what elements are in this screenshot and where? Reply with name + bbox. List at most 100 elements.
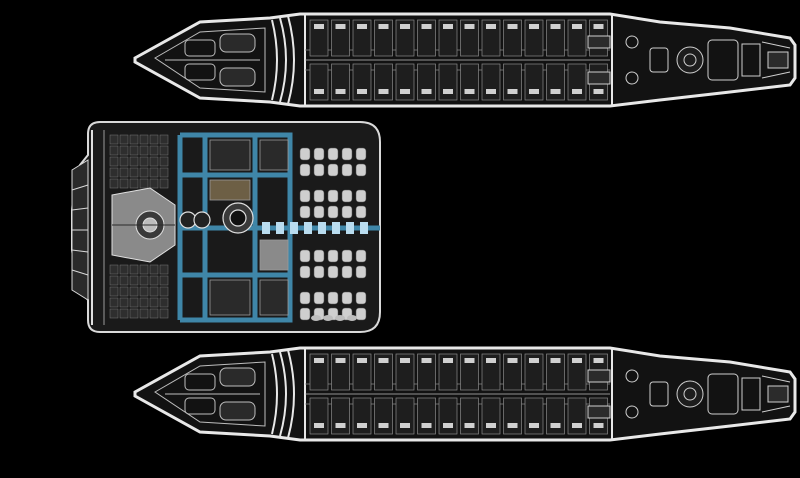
bunk-mark <box>464 24 475 29</box>
lounge-seating <box>299 147 367 321</box>
storage-bay <box>139 156 149 167</box>
cabin-cell <box>567 63 587 101</box>
spine-light <box>360 222 368 234</box>
lounge-seat <box>313 265 325 279</box>
bunk-mark <box>572 24 582 29</box>
bunk-mark <box>550 89 561 94</box>
lounge-seat <box>341 147 353 161</box>
center-rooms <box>209 139 289 316</box>
storage-bay <box>149 134 159 145</box>
storage-bay <box>129 275 139 286</box>
storage-bay <box>149 308 159 319</box>
storage-bay <box>129 297 139 308</box>
storage-bay <box>119 134 129 145</box>
storage-bay <box>109 308 119 319</box>
cabin-cell <box>460 397 479 435</box>
storage-bay <box>149 297 159 308</box>
cabin-cell <box>481 63 501 101</box>
spine-lighting <box>262 222 368 234</box>
bunk-mark <box>486 423 496 428</box>
storage-bay <box>139 286 149 297</box>
bunk-mark <box>378 358 389 363</box>
bunk-mark <box>357 423 367 428</box>
lounge-seat <box>327 265 339 279</box>
bunk-mark <box>335 423 346 428</box>
cabin-cell <box>374 63 393 101</box>
upper-hull-deck <box>133 12 797 108</box>
cabin-cell <box>331 63 350 101</box>
cabin-cell <box>395 63 415 101</box>
bunk-mark <box>572 89 582 94</box>
storage-bay <box>159 134 169 145</box>
bunk-mark <box>357 89 367 94</box>
storage-bay <box>159 178 169 189</box>
lounge-seat <box>299 249 311 263</box>
storage-bay <box>109 275 119 286</box>
bunk-mark <box>335 89 346 94</box>
cabin-cell <box>352 397 372 435</box>
central-module-deck <box>71 121 381 333</box>
lounge-seat <box>355 249 367 263</box>
bunk-mark <box>421 423 432 428</box>
cabin-cell <box>546 63 565 101</box>
bunk-mark <box>486 24 496 29</box>
lounge-seat <box>355 189 367 203</box>
bunk-mark <box>443 423 453 428</box>
lounge-seat <box>341 205 353 219</box>
bunk-mark <box>400 358 410 363</box>
storage-bay <box>129 178 139 189</box>
storage-bay <box>159 156 169 167</box>
lounge-seat <box>299 163 311 177</box>
bunk-mark <box>400 24 410 29</box>
cabin-cell <box>395 397 415 435</box>
bunk-mark <box>572 423 582 428</box>
bunk-mark <box>335 358 346 363</box>
bunk-mark <box>357 358 367 363</box>
storage-bay <box>109 264 119 275</box>
cabin-cell <box>481 397 501 435</box>
bunk-mark <box>378 423 389 428</box>
cabin-cell <box>417 63 436 101</box>
storage-bay <box>129 134 139 145</box>
storage-bay <box>109 178 119 189</box>
storage-bay <box>159 264 169 275</box>
lounge-seat <box>341 189 353 203</box>
storage-bay <box>119 308 129 319</box>
command-bridge <box>111 187 176 263</box>
bunk-mark <box>507 358 518 363</box>
storage-bay <box>139 167 149 178</box>
storage-bay <box>129 308 139 319</box>
cabin-cell <box>524 397 544 435</box>
storage-bay <box>139 308 149 319</box>
lounge-seat <box>299 147 311 161</box>
storage-bay <box>119 297 129 308</box>
lounge-seat <box>355 307 367 321</box>
storage-bay <box>119 167 129 178</box>
lounge-seat <box>299 265 311 279</box>
storage-bay <box>129 167 139 178</box>
lounge-seat <box>341 265 353 279</box>
bunk-mark <box>507 89 518 94</box>
storage-bay <box>129 156 139 167</box>
storage-bay <box>119 264 129 275</box>
lounge-seat <box>313 249 325 263</box>
storage-bay <box>139 275 149 286</box>
storage-bay <box>159 308 169 319</box>
cabin-cell <box>503 63 522 101</box>
storage-bay <box>149 275 159 286</box>
bunk-mark <box>507 423 518 428</box>
lounge-seat <box>341 249 353 263</box>
lower-stern-section <box>587 348 791 440</box>
upper-stern-section <box>587 14 791 106</box>
bunk-mark <box>421 358 432 363</box>
lounge-seat <box>313 147 325 161</box>
bunk-mark <box>443 89 453 94</box>
cabin-cell <box>331 397 350 435</box>
lounge-seat <box>355 291 367 305</box>
bunk-mark <box>550 423 561 428</box>
storage-bay <box>159 145 169 156</box>
cabin-cell <box>503 397 522 435</box>
storage-bay <box>109 167 119 178</box>
bunk-mark <box>529 89 539 94</box>
lounge-seat <box>355 205 367 219</box>
